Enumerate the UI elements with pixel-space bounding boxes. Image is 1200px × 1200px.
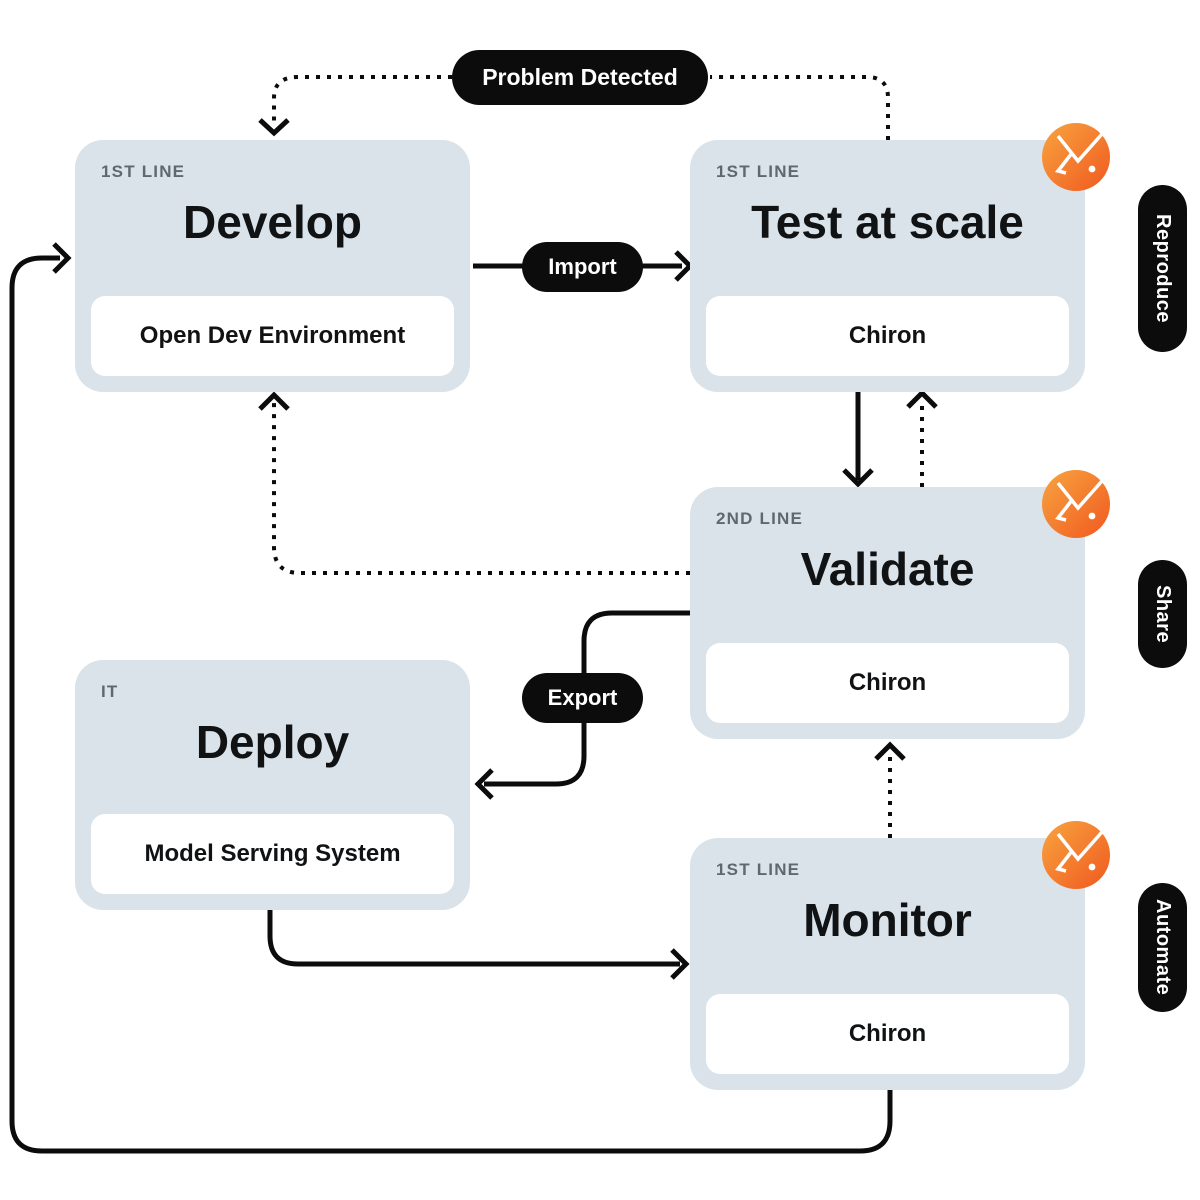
side-label-share: Share: [1138, 560, 1187, 668]
brand-logo-badge-icon: [1042, 123, 1110, 191]
node-title: Deploy: [195, 716, 350, 768]
edge-label-export: Export: [522, 673, 643, 723]
node-tool-chip: Chiron: [706, 643, 1069, 723]
node-title: Develop: [183, 196, 362, 248]
brand-logo-badge-icon: [1042, 470, 1110, 538]
node-deploy: IT Deploy Model Serving System: [75, 660, 470, 910]
node-group-label: 1ST LINE: [101, 162, 186, 181]
connector-test-to-validate: [842, 392, 874, 488]
connector-monitor-to-validate: [874, 741, 906, 838]
node-group-label: 2ND LINE: [716, 509, 804, 528]
node-tool-chip: Chiron: [706, 296, 1069, 376]
node-develop: 1ST LINE Develop Open Dev Environment: [75, 140, 470, 392]
connector-validate-to-test: [906, 389, 938, 487]
side-label-reproduce: Reproduce: [1138, 185, 1187, 352]
node-title: Test at scale: [751, 196, 1024, 248]
edge-label-import: Import: [522, 242, 643, 292]
node-monitor: 1ST LINE Monitor Chiron: [690, 821, 1110, 1090]
node-title: Monitor: [803, 894, 972, 946]
node-test-at-scale: 1ST LINE Test at scale Chiron: [690, 123, 1110, 392]
connector-problem-detected-to-develop: [258, 75, 452, 137]
node-validate: 2ND LINE Validate Chiron: [690, 470, 1110, 739]
node-title: Validate: [800, 543, 975, 595]
node-group-label: 1ST LINE: [716, 162, 801, 181]
side-label-automate: Automate: [1138, 883, 1187, 1012]
connector-deploy-to-monitor: [267, 910, 690, 980]
node-tool-chip: Model Serving System: [91, 814, 454, 894]
brand-logo-badge-icon: [1042, 821, 1110, 889]
node-tool-chip: Chiron: [706, 994, 1069, 1074]
node-group-label: IT: [101, 682, 119, 701]
node-group-label: 1ST LINE: [716, 860, 801, 879]
edge-label-problem-detected: Problem Detected: [452, 50, 708, 105]
connector-validate-to-develop: [258, 391, 690, 575]
node-tool-chip: Open Dev Environment: [91, 296, 454, 376]
connector-test-to-problem-detected: [710, 75, 890, 140]
